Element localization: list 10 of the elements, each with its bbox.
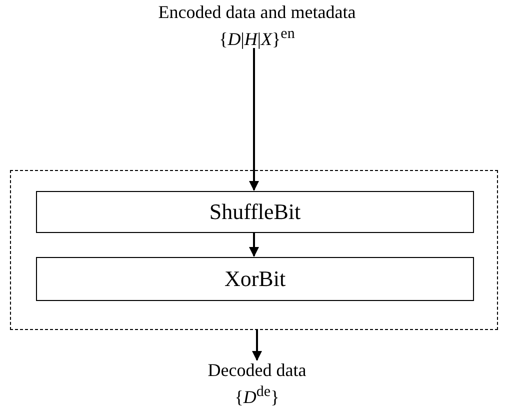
process-box: ShuffleBit — [36, 191, 474, 233]
caption-text: Decoded data — [208, 358, 306, 380]
caption-text: Encoded data and metadata — [158, 0, 356, 22]
math-expression: {D$^{de}$} — [234, 382, 280, 408]
math-expression: {D|H|X}$^{en}$ — [219, 24, 295, 50]
arrow — [252, 330, 262, 361]
process-box: XorBit — [36, 257, 474, 301]
arrow — [249, 48, 259, 191]
arrow — [249, 232, 259, 257]
dashed-group-box — [10, 170, 498, 330]
